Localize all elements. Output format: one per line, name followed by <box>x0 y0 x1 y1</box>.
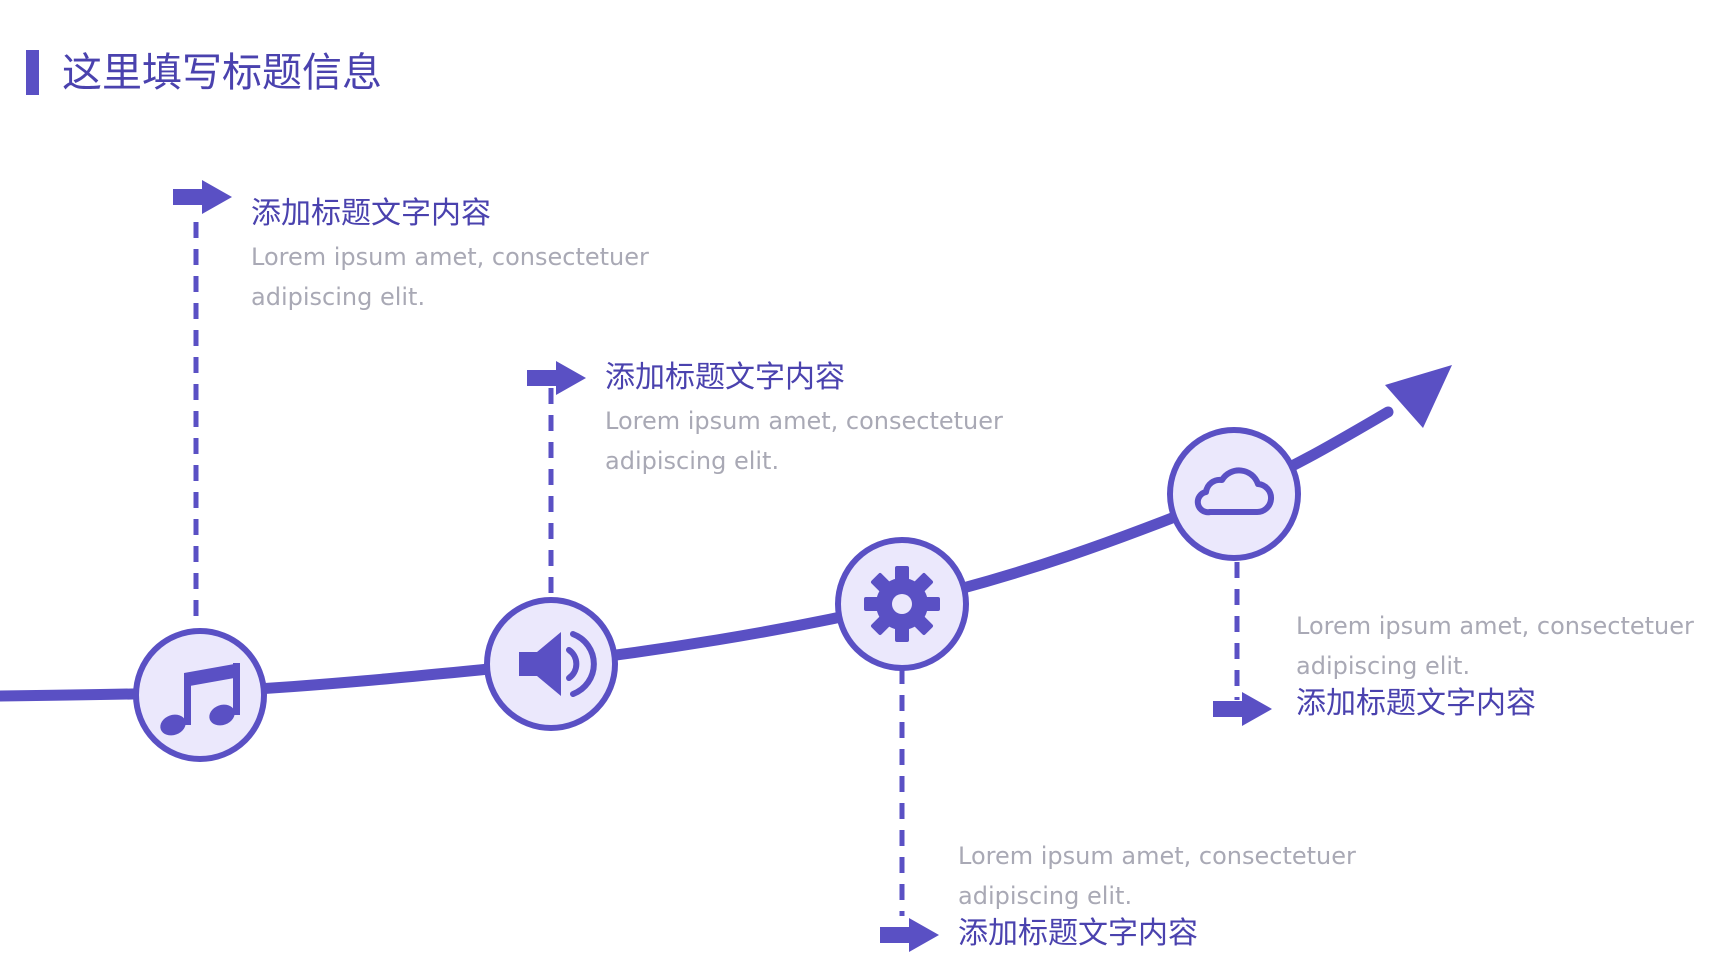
arrow-right-icon <box>1213 692 1272 726</box>
timeline-node-3 <box>835 537 969 671</box>
timeline-node-1 <box>133 628 267 762</box>
item-3-description: Lorem ipsum amet, consectetuer adipiscin… <box>958 842 1356 910</box>
music-note-icon <box>160 663 240 736</box>
gear-icon <box>864 566 940 642</box>
timeline-node-4 <box>1167 427 1301 561</box>
item-4-description: Lorem ipsum amet, consectetuer adipiscin… <box>1296 612 1694 680</box>
arrow-right-icon <box>173 180 232 214</box>
arrow-right-icon <box>880 918 939 952</box>
cloud-icon <box>1194 467 1275 516</box>
arrow-right-icon <box>527 361 586 395</box>
title-accent-bar <box>26 50 39 95</box>
curve-arrowhead <box>1385 365 1452 428</box>
item-1-title: 添加标题文字内容 <box>251 196 491 231</box>
page-title: 这里填写标题信息 <box>62 50 382 96</box>
item-2-description: Lorem ipsum amet, consectetuer adipiscin… <box>605 407 1003 475</box>
item-1-description: Lorem ipsum amet, consectetuer adipiscin… <box>251 243 649 311</box>
item-2-title: 添加标题文字内容 <box>605 360 845 395</box>
timeline-node-2 <box>484 597 618 731</box>
item-4-title: 添加标题文字内容 <box>1296 686 1536 721</box>
item-3-title: 添加标题文字内容 <box>958 916 1198 951</box>
